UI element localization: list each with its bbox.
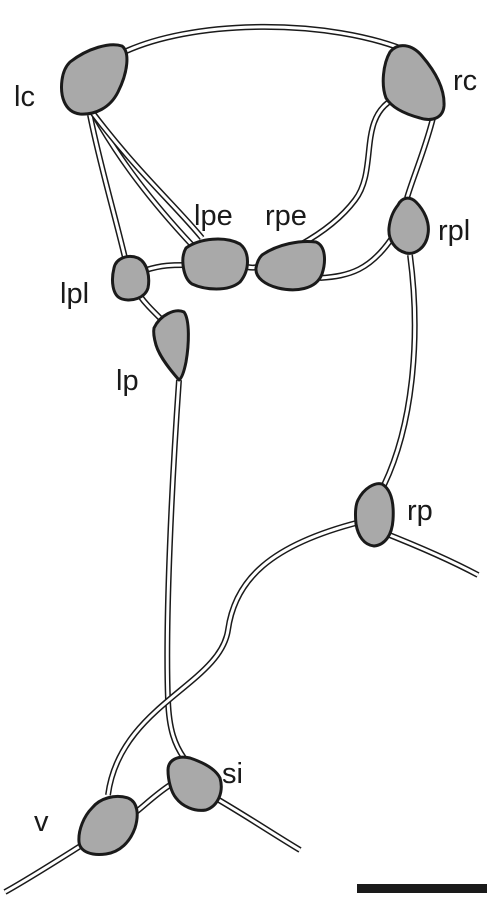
label-lc: lc <box>14 81 35 113</box>
label-lpl: lpl <box>60 278 89 310</box>
ganglion-v <box>79 796 137 854</box>
si-nerve <box>212 796 300 850</box>
rpe-rpl-connective <box>320 238 392 278</box>
ganglion-lpl <box>113 256 149 300</box>
ganglion-rc <box>383 46 444 120</box>
label-lp: lp <box>116 365 139 397</box>
labels: lc rc lpe rpe rpl lpl lp rp si v <box>14 65 477 838</box>
ganglion-si <box>168 757 221 810</box>
label-rc: rc <box>453 65 477 97</box>
ganglia <box>62 45 445 855</box>
scale-bar <box>357 884 487 893</box>
lpl-lpe-connective <box>146 265 186 270</box>
rpl-rp-connective <box>384 255 415 485</box>
label-rpe: rpe <box>265 200 307 232</box>
lc-lpe-connective-b <box>92 112 202 238</box>
v-nerve <box>5 845 82 892</box>
rc-rpl-connective <box>407 118 433 198</box>
label-si: si <box>222 758 243 790</box>
label-rpl: rpl <box>438 215 470 247</box>
ganglion-lpe <box>183 239 248 289</box>
rc-rpe-connective <box>300 100 392 245</box>
label-rp: rp <box>407 495 433 527</box>
rp-nerve <box>382 532 478 575</box>
label-v: v <box>34 806 49 838</box>
ganglion-rpl <box>389 198 428 253</box>
ganglion-rp <box>355 484 393 546</box>
rp-v-connective <box>108 522 360 795</box>
cerebral-commissure <box>118 27 410 55</box>
ganglion-lp <box>154 311 189 380</box>
lpl-lp-connective <box>140 296 160 318</box>
si-v-connective <box>136 785 170 812</box>
label-lpe: lpe <box>194 200 233 232</box>
ganglion-rpe <box>256 242 325 290</box>
ganglion-lc <box>62 45 127 114</box>
